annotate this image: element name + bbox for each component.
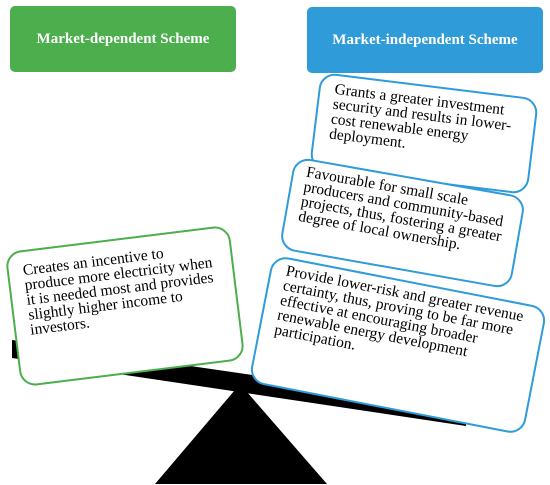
market-dependent-header-label: Market-dependent Scheme bbox=[36, 30, 210, 47]
market-dependent-point-1: Creates an incentive to produce more ele… bbox=[4, 224, 246, 388]
market-independent-point-1-text: Grants a greater investment security and… bbox=[328, 80, 513, 152]
market-independent-header: Market-independent Scheme bbox=[307, 7, 543, 73]
market-dependent-point-1-text: Creates an incentive to produce more ele… bbox=[21, 244, 215, 339]
market-independent-header-label: Market-independent Scheme bbox=[332, 31, 518, 48]
market-dependent-header: Market-dependent Scheme bbox=[10, 6, 236, 72]
seesaw-fulcrum bbox=[155, 384, 327, 484]
